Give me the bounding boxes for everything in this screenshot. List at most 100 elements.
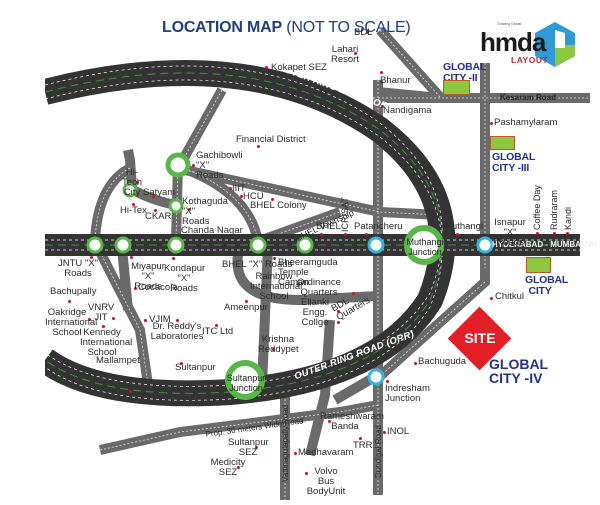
- poi-dot-icon: [366, 31, 369, 34]
- junctions: [86, 152, 494, 400]
- logo-tagline: Growing Global: [497, 22, 522, 26]
- title-bold: LOCATION MAP: [162, 19, 282, 36]
- poi-dot-icon: [344, 233, 347, 236]
- place-ordnance-quarters: Ordinance Quarters: [297, 277, 341, 298]
- poi-dot-icon: [414, 362, 417, 365]
- place-muthangi: Muthangi: [444, 221, 484, 232]
- place-bachupally: Bachupally: [50, 286, 97, 297]
- poi-dot-icon: [265, 66, 268, 69]
- poi-dot-icon: [320, 233, 323, 236]
- poi-dot-icon: [305, 472, 308, 475]
- place-kokapet-sez: Kokapet SEZ: [271, 62, 327, 73]
- poi-dot-icon: [245, 300, 248, 303]
- place-bhel: BHEL: [316, 221, 341, 232]
- poi-dot-icon: [215, 324, 218, 327]
- poi-dot-icon: [536, 232, 539, 235]
- place-satyam: Satyam: [143, 187, 176, 198]
- poi-dot-icon: [134, 287, 137, 290]
- dundigal-road-label: Dundigal Road: [374, 425, 383, 478]
- place-iiit: IIIT: [232, 183, 246, 194]
- place-vjim: VJIM: [149, 314, 171, 325]
- poi-dot-icon: [352, 292, 355, 295]
- poi-dot-icon: [102, 325, 105, 328]
- place-volvo-bus: Volvo Bus BodyUnit: [306, 466, 346, 497]
- poi-dot-icon: [328, 420, 331, 423]
- poi-dot-icon: [112, 317, 115, 320]
- poi-dot-icon: [456, 233, 459, 236]
- place-oakridge: Oakridge International School: [45, 307, 98, 338]
- place-madhavaram: Madhavaram: [298, 447, 354, 458]
- place-krishna-reddypet: Krishna Reddypet: [258, 334, 299, 355]
- poi-dot-icon: [297, 283, 300, 286]
- place-trr: TRR: [353, 440, 373, 451]
- poi-dot-icon: [354, 52, 357, 55]
- poi-dot-icon: [383, 431, 386, 434]
- poi-dot-icon: [381, 105, 384, 108]
- poi-dot-icon: [337, 321, 340, 324]
- place-indresham-junction: Indresham Junction: [385, 383, 430, 404]
- poi-dot-icon: [144, 319, 147, 322]
- secondary-roads: [90, 26, 590, 500]
- place-icrisat: ICRISAT: [340, 197, 350, 232]
- place-ckar: CKAR: [145, 211, 172, 222]
- place-kondapur: Kondapur "X" Roads: [164, 263, 206, 294]
- nh65-label: HYDERABAD - MUMBAI NH 65: [492, 240, 600, 249]
- place-chitkul: Chitkul: [495, 291, 525, 302]
- poi-dot-icon: [566, 232, 569, 235]
- poi-dot-icon: [553, 232, 556, 235]
- poi-dot-icon: [68, 300, 71, 303]
- place-rameshwaram-banda: Rameshwaram Banda: [320, 411, 384, 432]
- place-pashamylaram: Pashamylaram: [494, 117, 558, 128]
- poi-dot-icon: [180, 362, 183, 365]
- vattinagulapally-road-label: Vattinagulapally Road: [281, 404, 290, 482]
- poi-dot-icon: [154, 209, 157, 212]
- place-cocacola: Cocacola: [138, 282, 178, 293]
- place-lahari-resort: Lahari Resort: [331, 44, 359, 65]
- global-city-4-label: GLOBAL CITY -IV: [489, 356, 548, 386]
- poi-dot-icon: [273, 257, 276, 260]
- place-kandi: Kandi: [563, 206, 573, 230]
- place-financial-district: Financial District: [236, 134, 306, 145]
- place-dr-reddys: Dr. Reddy's Laboratories: [150, 321, 204, 342]
- poi-dot-icon: [271, 198, 274, 201]
- poi-dot-icon: [380, 71, 383, 74]
- global-city-2-label: GLOBAL CITY -II: [443, 61, 486, 84]
- poi-dot-icon: [255, 446, 258, 449]
- poi-dot-icon: [172, 257, 175, 260]
- place-bhel-colony: BHEL Colony: [250, 200, 307, 211]
- site-label: SITE: [464, 330, 496, 346]
- global-city-3-plot: [490, 136, 515, 150]
- title-light: (NOT TO SCALE): [286, 19, 411, 36]
- poi-dot-icon: [132, 203, 135, 206]
- poi-dot-icon: [90, 256, 93, 259]
- logo-layout: LAYOUT: [511, 55, 549, 65]
- hmda-logo-hexagon: [535, 22, 575, 67]
- global-city-label: GLOBAL CITY: [525, 274, 569, 297]
- place-gachibowli: Gachibowli "X" Roads: [196, 150, 243, 181]
- global-city-3-label: GLOBAL CITY -III: [492, 151, 535, 174]
- place-bachuguda: Bachuguda: [418, 356, 467, 367]
- place-jntu: JNTU "X" Roads: [58, 258, 98, 279]
- place-hitex: Hi-Tex: [120, 205, 147, 216]
- place-rudraram: Rudraram: [549, 189, 559, 230]
- global-city-plot: [526, 257, 551, 273]
- kesaram-road-label: Kesaram Road: [500, 93, 557, 102]
- poi-dot-icon: [130, 256, 133, 259]
- poi-dot-icon: [88, 318, 91, 321]
- place-sultanpur: Sultanpur: [175, 362, 216, 373]
- poi-dot-icon: [257, 145, 260, 148]
- place-isnapur: Isnapur "X" Roads: [494, 217, 526, 248]
- place-kennedy-school: Kennedy International School: [80, 327, 133, 358]
- place-hcu: HCU: [243, 191, 264, 202]
- poi-dot-icon: [365, 233, 368, 236]
- place-inol: INOL: [387, 426, 410, 437]
- poi-dot-icon: [129, 390, 132, 393]
- hmda-logo: hmda: [480, 27, 546, 57]
- place-patancheru: Patancheru: [354, 221, 403, 232]
- poi-dot-icon: [294, 452, 297, 455]
- muthangi-junction-label: Muthangi Junction: [406, 237, 444, 257]
- place-bhel-x-roads: BHEL "X" Roads: [222, 259, 293, 270]
- poi-dot-icon: [229, 187, 232, 190]
- poi-dot-icon: [152, 195, 155, 198]
- place-vnrv-jit: VNRV JIT: [88, 302, 115, 323]
